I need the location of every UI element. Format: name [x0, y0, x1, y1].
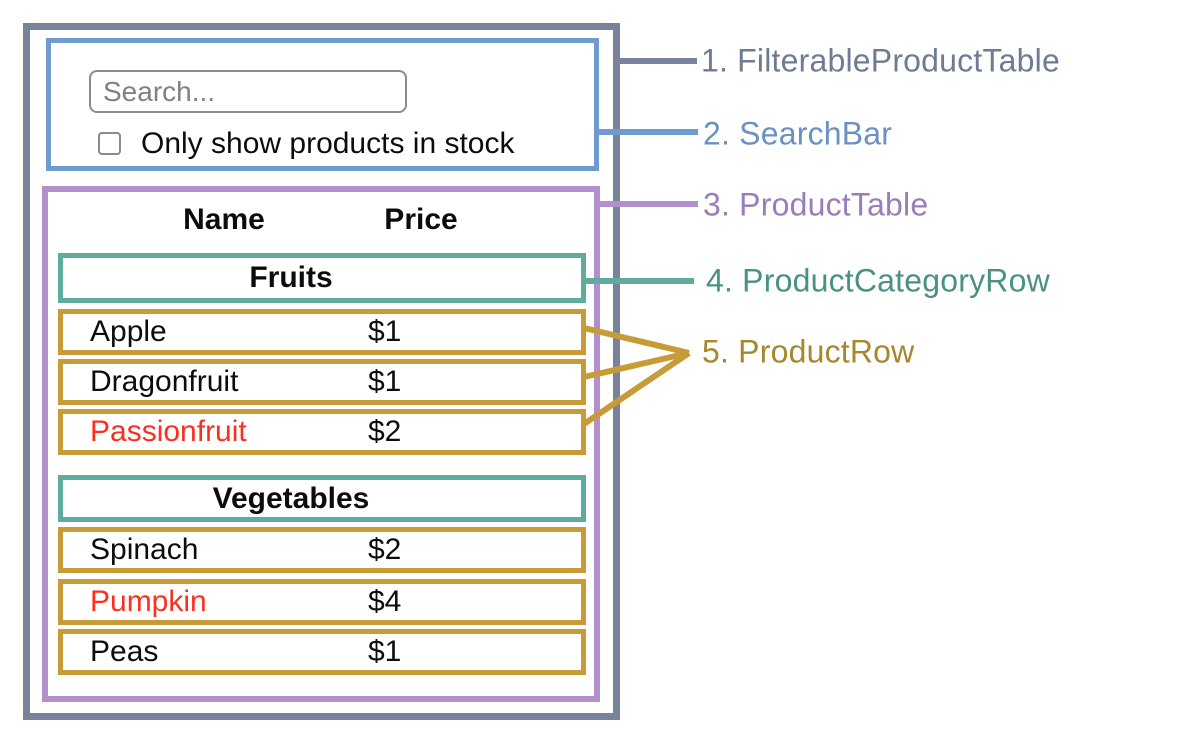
- label-product-table: 3. ProductTable: [703, 186, 929, 223]
- name-column-header: Name: [183, 203, 265, 236]
- product-name-out-of-stock: Pumpkin: [90, 585, 207, 618]
- product-price: $2: [368, 533, 402, 566]
- product-row-spinach: Spinach $2: [58, 527, 586, 573]
- product-row-passionfruit: Passionfruit $2: [58, 409, 586, 455]
- product-row-peas: Peas $1: [58, 629, 586, 675]
- label-filterable-product-table: 1. FilterableProductTable: [701, 42, 1060, 79]
- product-row-dragonfruit: Dragonfruit $1: [58, 359, 586, 405]
- category-row-fruits: Fruits: [58, 253, 586, 303]
- product-price: $1: [368, 365, 402, 398]
- label-product-row: 5. ProductRow: [702, 333, 915, 370]
- product-row-pumpkin: Pumpkin $4: [58, 579, 586, 625]
- product-name-out-of-stock: Passionfruit: [90, 415, 247, 448]
- product-price: $4: [368, 585, 402, 618]
- product-name: Peas: [90, 635, 159, 668]
- in-stock-checkbox[interactable]: [98, 132, 121, 155]
- in-stock-checkbox-label: Only show products in stock: [141, 127, 515, 160]
- label-search-bar: 2. SearchBar: [703, 115, 893, 152]
- product-price: $1: [368, 635, 402, 668]
- product-price: $2: [368, 415, 402, 448]
- category-label: Fruits: [249, 261, 333, 294]
- category-label: Vegetables: [212, 481, 370, 515]
- product-name: Spinach: [90, 533, 199, 566]
- product-price: $1: [368, 315, 402, 348]
- category-row-vegetables: Vegetables: [58, 475, 586, 522]
- product-name: Apple: [90, 315, 167, 348]
- label-product-category-row: 4. ProductCategoryRow: [706, 262, 1050, 299]
- product-row-apple: Apple $1: [58, 309, 586, 355]
- table-header-row: Name Price: [58, 203, 586, 236]
- product-name: Dragonfruit: [90, 365, 239, 398]
- price-column-header: Price: [384, 203, 458, 236]
- search-input[interactable]: [89, 70, 407, 113]
